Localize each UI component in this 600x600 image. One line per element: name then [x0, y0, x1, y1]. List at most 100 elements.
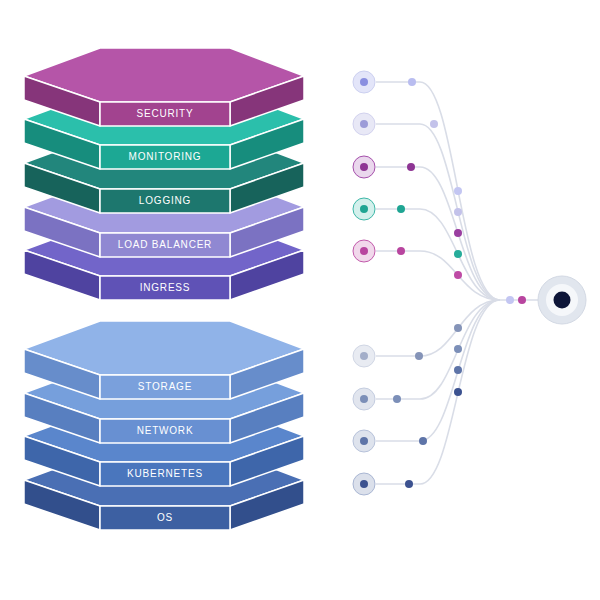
- slab-front-face: [100, 462, 230, 486]
- source-dot: [360, 120, 368, 128]
- slab-left-side: [24, 76, 100, 126]
- layer-label: NETWORK: [137, 426, 194, 436]
- layer-label: INGRESS: [140, 283, 191, 293]
- slab-front-face: [100, 233, 230, 257]
- line-dot: [454, 250, 462, 258]
- source-circle: [353, 430, 375, 452]
- source-dot: [360, 395, 368, 403]
- slab-front-face: [100, 102, 230, 126]
- line-dot: [408, 78, 416, 86]
- line-dot: [454, 345, 462, 353]
- layer-label: OS: [157, 513, 173, 523]
- layer-label: KUBERNETES: [127, 469, 203, 479]
- layer-slab: [24, 48, 304, 126]
- line-dot: [454, 187, 462, 195]
- source-dot: [360, 205, 368, 213]
- line-dot: [397, 247, 405, 255]
- line-dot: [454, 229, 462, 237]
- line-dot: [405, 480, 413, 488]
- line-dot: [454, 366, 462, 374]
- layer-band: SECURITY: [100, 102, 230, 126]
- merge-line: [376, 124, 500, 300]
- target-core: [554, 292, 571, 309]
- slab-left-side: [24, 349, 100, 399]
- line-dot: [454, 324, 462, 332]
- line-dot: [454, 388, 462, 396]
- slab-front-face: [100, 506, 230, 530]
- target-inner: [546, 284, 578, 316]
- slab-left-side: [24, 207, 100, 257]
- slab-front-face: [100, 276, 230, 300]
- layer-band: INGRESS: [100, 276, 230, 300]
- line-dot: [454, 271, 462, 279]
- source-dot: [360, 352, 368, 360]
- slab-right-side: [230, 436, 304, 486]
- line-dot: [419, 437, 427, 445]
- source-circles: [353, 71, 375, 495]
- source-circle: [353, 198, 375, 220]
- line-dot: [393, 395, 401, 403]
- slab-right-side: [230, 480, 304, 530]
- source-dot: [360, 163, 368, 171]
- layer-band: OS: [100, 506, 230, 530]
- source-dot: [360, 480, 368, 488]
- slab-right-side: [230, 163, 304, 213]
- layer-label: SECURITY: [137, 109, 194, 119]
- layer-band: LOGGING: [100, 189, 230, 213]
- slab-left-side: [24, 436, 100, 486]
- slab-left-side: [24, 393, 100, 443]
- source-dot: [360, 78, 368, 86]
- line-dots: [393, 78, 526, 488]
- merge-line: [376, 300, 500, 441]
- slab-front-face: [100, 375, 230, 399]
- slab-right-side: [230, 119, 304, 169]
- slab-left-side: [24, 163, 100, 213]
- layer-label: STORAGE: [138, 382, 192, 392]
- slab-front-face: [100, 145, 230, 169]
- target-ring: [538, 276, 586, 324]
- source-dot: [360, 247, 368, 255]
- layer-label: LOGGING: [139, 196, 191, 206]
- line-dot: [518, 296, 526, 304]
- layer-band: NETWORK: [100, 419, 230, 443]
- merge-line: [376, 167, 500, 300]
- source-circle: [353, 71, 375, 93]
- slab-front-face: [100, 189, 230, 213]
- merge-line: [376, 300, 500, 484]
- slab-front-face: [100, 419, 230, 443]
- line-dot: [415, 352, 423, 360]
- source-circle: [353, 113, 375, 135]
- merge-line: [376, 251, 500, 300]
- line-dot: [430, 120, 438, 128]
- layer-band: KUBERNETES: [100, 462, 230, 486]
- slab-left-side: [24, 480, 100, 530]
- slab-right-side: [230, 207, 304, 257]
- line-dot: [407, 163, 415, 171]
- line-dot: [454, 208, 462, 216]
- source-circle: [353, 345, 375, 367]
- layer-band: MONITORING: [100, 145, 230, 169]
- source-dot: [360, 437, 368, 445]
- source-circle: [353, 388, 375, 410]
- layer-label: MONITORING: [129, 152, 202, 162]
- slab-right-side: [230, 393, 304, 443]
- slab-left-side: [24, 250, 100, 300]
- slab-right-side: [230, 349, 304, 399]
- source-circle: [353, 473, 375, 495]
- slab-left-side: [24, 119, 100, 169]
- target-circle: [538, 276, 586, 324]
- line-dot: [397, 205, 405, 213]
- layer-label: LOAD BALANCER: [118, 240, 212, 250]
- merge-line: [376, 82, 500, 300]
- layer-band: STORAGE: [100, 375, 230, 399]
- line-dot: [506, 296, 514, 304]
- layer-slab: [24, 321, 304, 399]
- layer-band: LOAD BALANCER: [100, 233, 230, 257]
- merge-lines: [376, 82, 538, 484]
- slab-right-side: [230, 250, 304, 300]
- source-circle: [353, 156, 375, 178]
- slab-right-side: [230, 76, 304, 126]
